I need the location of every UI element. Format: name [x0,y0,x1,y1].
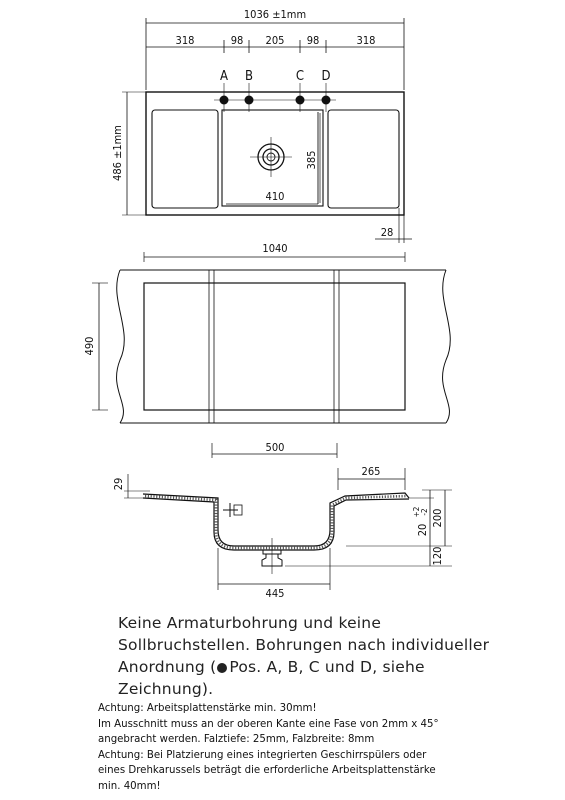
dim-segment-2: 98 [231,34,244,47]
dim-segment-5: 318 [357,34,376,47]
dim-edge: 28 [381,226,394,239]
dim-drainer: 265 [362,465,381,478]
dim-rim: 29 [112,478,125,491]
tap-label-d: D [321,69,330,84]
dim-overall-width: 1036 ±1mm [244,8,306,21]
warning-notes: Achtung: Arbeitsplattenstärke min. 30mm!… [98,701,558,795]
top-view [122,18,412,243]
dim-depth-sub: 20 [416,524,429,537]
main-note-line-1: Keine Armaturbohrung und keine [118,614,382,632]
dim-drain: 120 [431,547,444,566]
tap-hole-symbol-icon [217,663,228,673]
dim-distance: 500 [266,441,285,454]
cutout-view [92,252,451,458]
tap-holes [214,95,336,105]
main-note-line-4: Zeichnung). [118,680,214,698]
dim-cutout-height: 490 [83,337,96,356]
section-view-labels: 265 29 445 200 20 +2 -2 120 [112,465,444,600]
warning-note-3: angebracht werden. Falztiefe: 25mm, Falz… [98,734,375,746]
warning-note-4: Achtung: Bei Platzierung eines integrier… [98,749,427,761]
dim-section-bowl-width: 445 [266,587,285,600]
tap-label-b: B [245,69,253,84]
dim-cutout-width: 1040 [262,242,287,255]
technical-drawing: 1036 ±1mm 318 98 205 98 318 A B C D 410 … [83,8,452,600]
main-note-line-3-post: Pos. A, B, C und D, siehe [229,658,425,676]
cutout-view-labels: 1040 490 500 [83,242,288,454]
dim-segment-3: 205 [266,34,285,47]
main-note-line-3-pre: Anordnung ( [118,658,217,676]
tap-label-a: A [220,69,228,84]
dim-tolerance-minus: -2 [420,508,429,515]
dim-segment-1: 318 [176,34,195,47]
dim-segment-4: 98 [307,34,320,47]
warning-note-2: Im Ausschnitt muss an der oberen Kante e… [98,718,439,730]
section-view [124,468,452,590]
top-view-labels: 1036 ±1mm 318 98 205 98 318 A B C D 410 … [111,8,393,239]
dim-tolerance-plus: +2 [412,507,421,518]
dim-depth: 200 [431,509,444,528]
warning-note-6: min. 40mm! [98,780,161,792]
dim-height: 486 ±1mm [111,125,124,181]
tap-label-c: C [296,69,304,84]
warning-note-1: Achtung: Arbeitsplattenstärke min. 30mm! [98,703,317,714]
main-note-line-2: Sollbruchstellen. Bohrungen nach individ… [118,636,490,654]
main-note: Keine Armaturbohrung und keine Sollbruch… [118,612,558,700]
warning-note-5: eines Drehkarussels beträgt die erforder… [98,765,436,777]
main-note-line-3: Anordnung ( Pos. A, B, C und D, siehe [118,656,558,678]
dim-bowl-height: 385 [305,151,318,170]
dim-bowl-width: 410 [266,190,285,203]
